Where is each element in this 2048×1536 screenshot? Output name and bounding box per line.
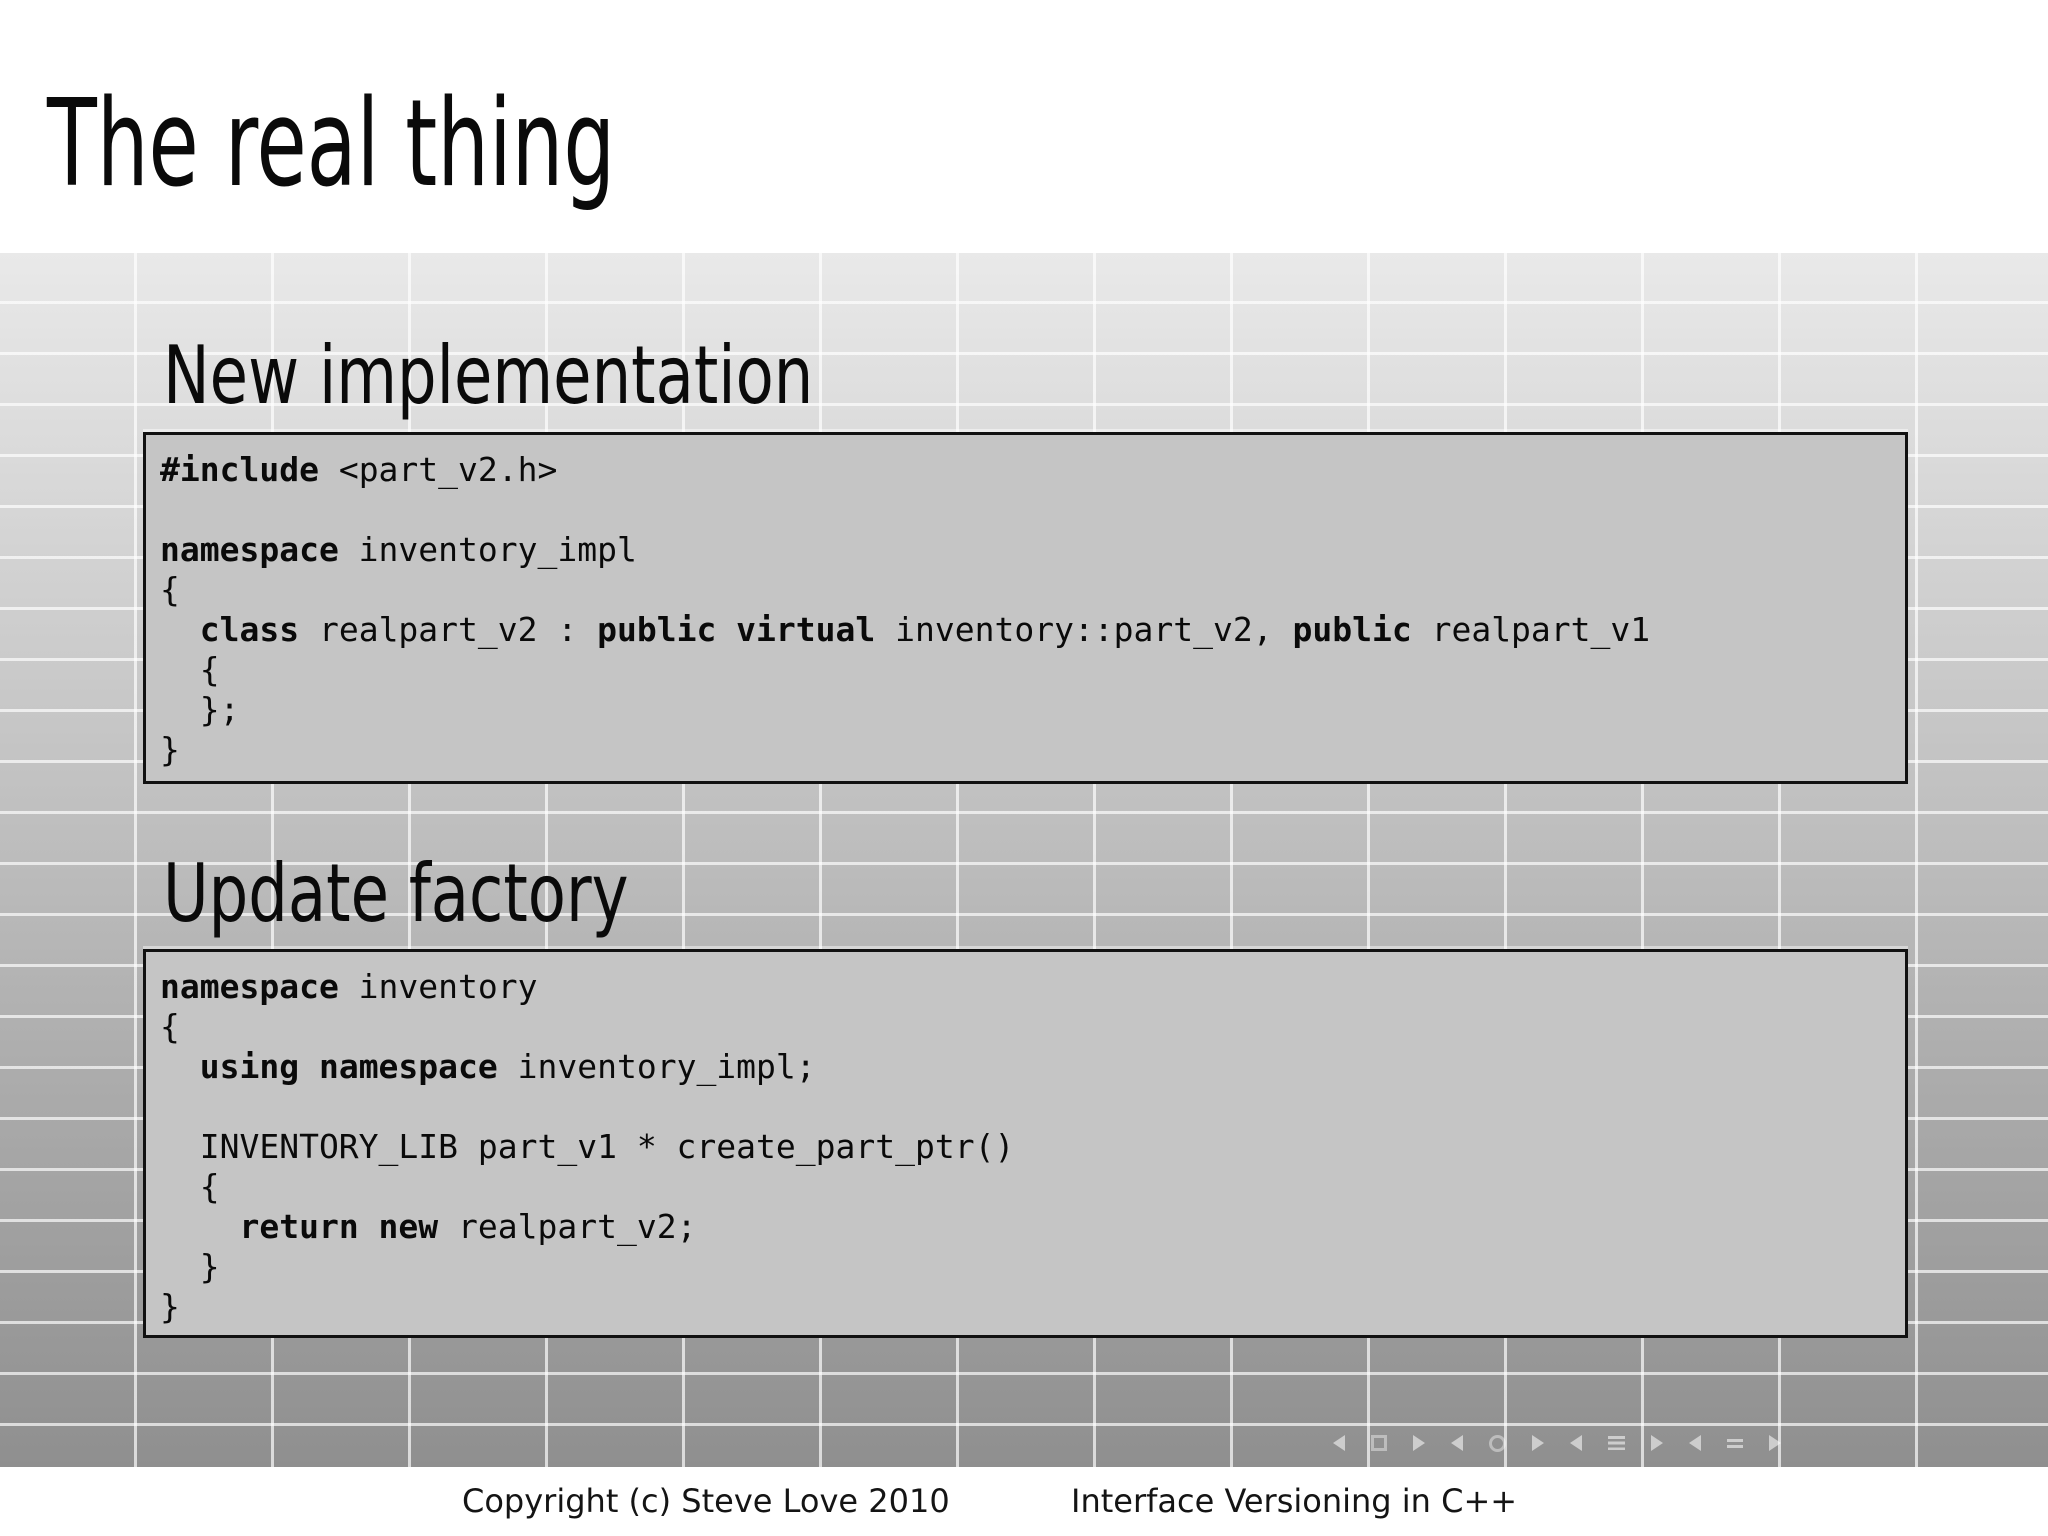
code-line [160,1087,1895,1127]
slide-title: The real thing [47,75,616,214]
next-page-icon[interactable] [1651,1435,1663,1451]
code-line: { [160,1007,180,1046]
footer-presentation-title: Interface Versioning in C++ [1071,1482,1518,1520]
code-line: { [160,650,220,689]
contents-icon[interactable] [1608,1436,1625,1450]
code-line: } [160,730,180,769]
text-view-icon[interactable] [1727,1438,1743,1448]
code-line: } [160,1287,180,1326]
footer-copyright: Copyright (c) Steve Love 2010 [462,1482,950,1520]
code-line [160,490,1895,530]
last-slide-icon[interactable] [1769,1435,1781,1451]
back-icon[interactable] [1689,1435,1701,1451]
code-line: INVENTORY_LIB part_v1 * create_part_ptr(… [160,1127,1015,1166]
code-line: namespace inventory [160,967,538,1006]
next-section-icon[interactable] [1532,1435,1544,1451]
section-heading-new-implementation: New implementation [163,329,814,422]
home-slide-icon[interactable] [1489,1434,1506,1452]
prev-section-icon[interactable] [1451,1435,1463,1451]
code-block-update-factory: namespace inventory{ using namespace inv… [143,949,1908,1338]
code-line: }; [160,690,240,729]
code-line: #include <part_v2.h> [160,450,558,489]
first-slide-icon[interactable] [1371,1435,1387,1451]
section-heading-update-factory: Update factory [163,847,629,940]
prev-page-icon[interactable] [1570,1435,1582,1451]
code-line: namespace inventory_impl [160,530,637,569]
code-line: using namespace inventory_impl; [199,1047,816,1086]
prev-slide-icon[interactable] [1333,1435,1345,1451]
code-block-new-implementation: #include <part_v2.h> namespace inventory_… [143,432,1908,784]
code-line: return new realpart_v2; [239,1207,697,1246]
slide-footer: Copyright (c) Steve Love 2010 Interface … [0,1467,2048,1536]
code-line: { [160,570,180,609]
code-line: } [160,1247,220,1286]
code-line: { [160,1167,220,1206]
next-slide-icon[interactable] [1413,1435,1425,1451]
slideshow-nav-controls [1333,1434,1781,1452]
code-line: class realpart_v2 : public virtual inven… [199,610,1651,649]
